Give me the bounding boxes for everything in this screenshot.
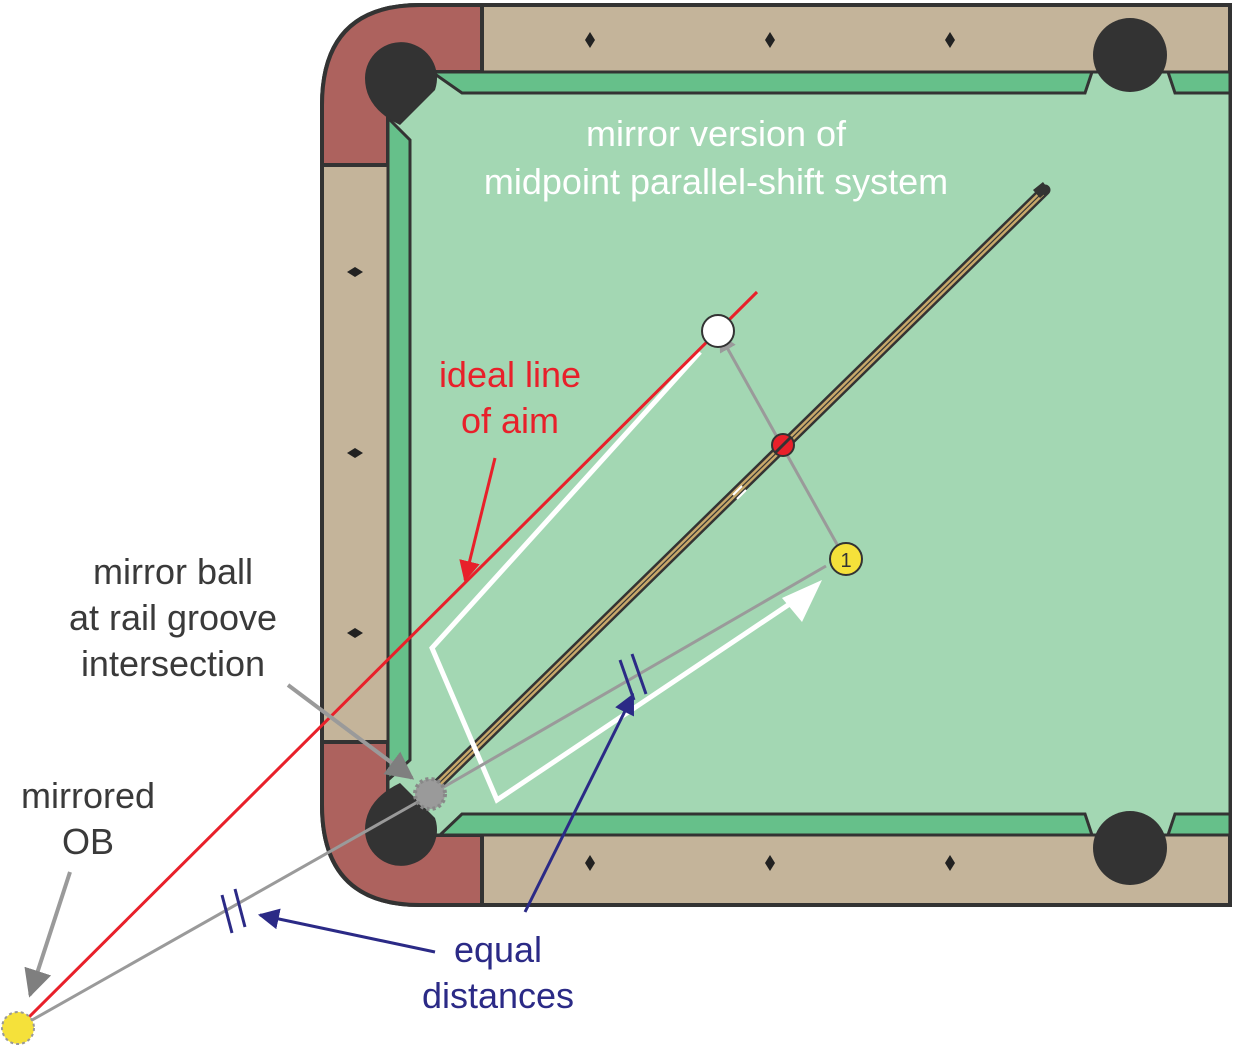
ideal-aim-line (16, 290, 759, 1030)
diamond-top-3 (945, 32, 955, 48)
mirrored-ob-pointer (24, 871, 72, 998)
object-ball-number: 1 (840, 550, 851, 572)
cue-tip (1033, 182, 1049, 198)
cue-ball (701, 314, 735, 348)
bottom-side-pocket (1093, 811, 1167, 885)
aim-label-line-1: ideal line (439, 354, 581, 395)
ideal-aim-line-arrow (459, 457, 497, 583)
top-side-pocket (1093, 18, 1167, 92)
parallel-shift-path (429, 350, 802, 804)
equal-pointer-lower (257, 908, 436, 954)
diamond-left-3 (347, 628, 363, 638)
diamond-bottom-2 (765, 855, 775, 871)
mirror-ball-label-line-3: intersection (81, 643, 265, 684)
equal-label-line-2: distances (422, 975, 574, 1016)
mirror-ball (413, 777, 447, 811)
top-left-pocket (365, 42, 437, 126)
diamond-left-2 (347, 448, 363, 458)
top-cushion-left (427, 70, 1095, 95)
equal-pointer-upper (523, 693, 635, 913)
mirror-ball-pointer (286, 683, 415, 780)
mirror-ball-label-line-2: at rail groove (69, 597, 277, 638)
cloth (386, 70, 1232, 837)
diamond-top-2 (765, 32, 775, 48)
equal-label-line-1: equal (454, 929, 542, 970)
guide-mirrored-ob-line (17, 793, 431, 1030)
white-arrowhead (782, 580, 822, 622)
title-line-1: mirror version of (586, 113, 847, 154)
mirror-ball-label-line-1: mirror ball (93, 551, 253, 592)
diamond-bottom-3 (945, 855, 955, 871)
diamond-bottom-1 (585, 855, 595, 871)
left-cushion (386, 114, 412, 784)
title-line-2: midpoint parallel-shift system (484, 161, 948, 202)
diamond-top-1 (585, 32, 595, 48)
top-cushion-right (1165, 70, 1232, 95)
mirrored-ob-label-line-2: OB (62, 821, 114, 862)
midpoint-marker (771, 433, 795, 457)
bottom-left-corner-cap (320, 740, 484, 907)
mirrored-ob-label-line-1: mirrored (21, 775, 155, 816)
object-ball: 1 (829, 542, 863, 576)
cue-stick (426, 182, 1051, 796)
bottom-cushion-right (1165, 812, 1232, 837)
aim-label-line-2: of aim (461, 400, 559, 441)
diamond-left-1 (347, 267, 363, 277)
mirrored-ob (1, 1011, 35, 1045)
bottom-cushion-left (436, 812, 1095, 837)
diamonds (347, 32, 955, 871)
